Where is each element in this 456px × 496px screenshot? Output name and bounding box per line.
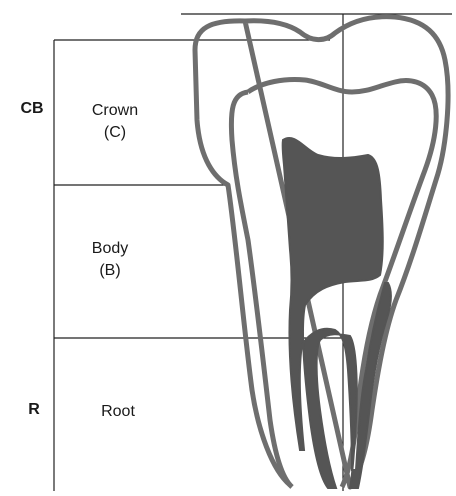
zone-label-crown-line1: Crown [78, 100, 152, 122]
side-label-cb: CB [12, 100, 52, 118]
zone-label-crown: Crown (C) [78, 100, 152, 144]
zone-label-body: Body (B) [80, 238, 140, 282]
zone-label-root-line1: Root [88, 401, 148, 423]
zone-label-body-line2: (B) [80, 260, 140, 282]
zone-label-crown-line2: (C) [78, 122, 152, 144]
zone-label-root: Root [88, 401, 148, 423]
side-label-r: R [14, 401, 54, 419]
zone-label-body-line1: Body [80, 238, 140, 260]
